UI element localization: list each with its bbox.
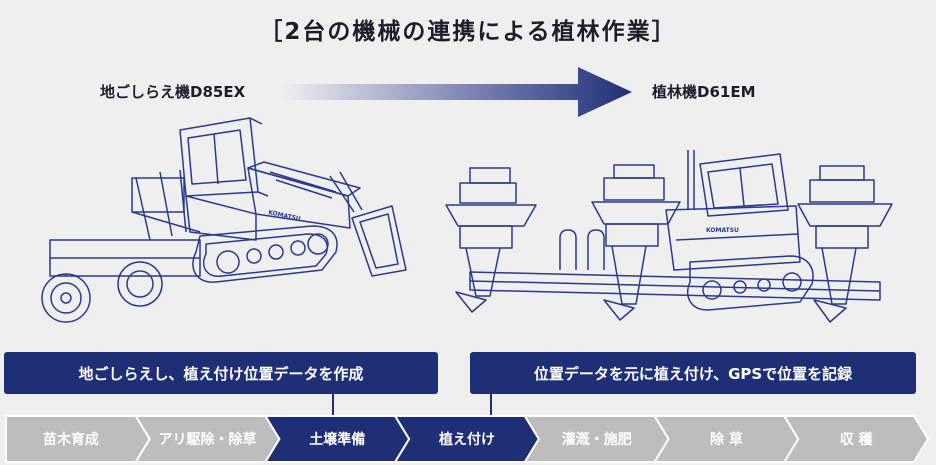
process-step-label-1: 苗木育成	[43, 431, 99, 448]
right-machine-label: 植林機D61EM	[652, 83, 756, 101]
connector-line-left	[332, 394, 334, 422]
planter-d61em-drawing	[445, 150, 893, 323]
callout-site-preparation: 地ごしらえし、植え付け位置データを作成	[4, 352, 438, 394]
bulldozer-d85ex-drawing	[41, 117, 407, 323]
process-step-label-4: 植え付け	[438, 431, 495, 448]
process-arrow	[282, 67, 632, 117]
process-step-7	[782, 415, 930, 463]
d61em-brand-mark: KOMATSU	[706, 227, 739, 234]
machine-illustrations: KOMATSU	[41, 117, 893, 323]
connector-line-right	[490, 394, 492, 422]
process-step-label-7: 収 穫	[840, 431, 874, 448]
diagram-title: ［2台の機械の連携による植林作業］	[259, 19, 677, 45]
process-arrow-shape	[282, 67, 632, 117]
callout-planting: 位置データを元に植え付け、GPSで位置を記録	[470, 352, 916, 394]
process-step-label-2: アリ駆除・除草	[159, 431, 257, 448]
process-step-label-3: 土壌準備	[309, 431, 365, 448]
left-machine-label: 地ごしらえ機D85EX	[100, 83, 246, 101]
process-step-label-6: 除 草	[710, 431, 743, 448]
process-step-label-5: 灌漑・施肥	[562, 431, 632, 448]
